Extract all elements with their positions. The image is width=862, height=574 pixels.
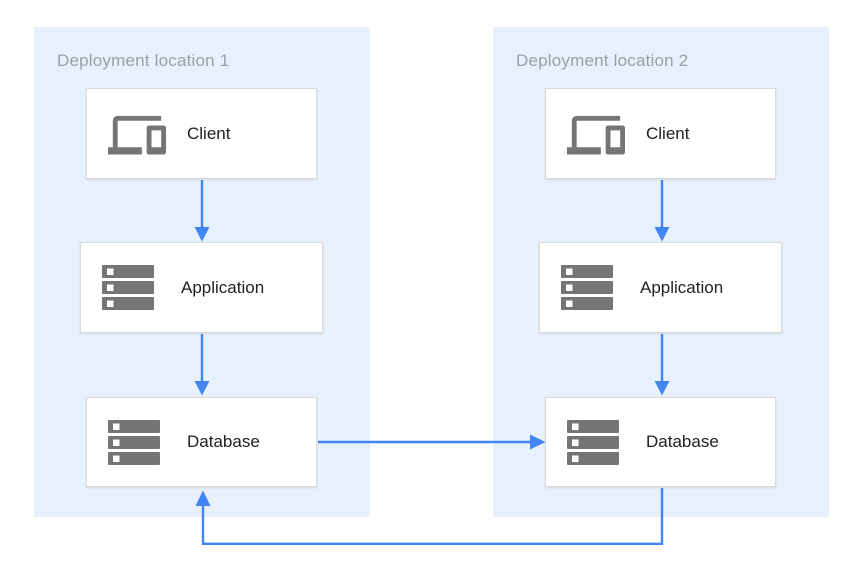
- panel-deployment-location-1: Deployment location 1 Client A: [34, 27, 370, 517]
- node-database-1: Database: [86, 397, 317, 487]
- panel-title: Deployment location 2: [516, 51, 689, 70]
- node-label: Database: [646, 432, 719, 451]
- node-application-2: Application: [539, 242, 782, 333]
- server-stack-icon: [102, 265, 162, 310]
- devices-icon: [567, 111, 627, 157]
- panel-deployment-location-2: Deployment location 2 Client A: [493, 27, 829, 517]
- node-client-2: Client: [545, 88, 776, 179]
- node-label: Database: [187, 432, 260, 451]
- node-client-1: Client: [86, 88, 317, 179]
- server-stack-icon: [567, 419, 627, 465]
- node-label: Client: [187, 123, 231, 143]
- server-stack-icon: [108, 419, 168, 465]
- node-label: Client: [646, 123, 690, 143]
- node-application-1: Application: [80, 242, 323, 333]
- node-label: Application: [640, 277, 724, 297]
- node-database-2: Database: [545, 397, 776, 487]
- node-label: Application: [181, 277, 265, 297]
- devices-icon: [108, 111, 168, 157]
- panel-title: Deployment location 1: [57, 51, 230, 70]
- server-stack-icon: [561, 265, 621, 310]
